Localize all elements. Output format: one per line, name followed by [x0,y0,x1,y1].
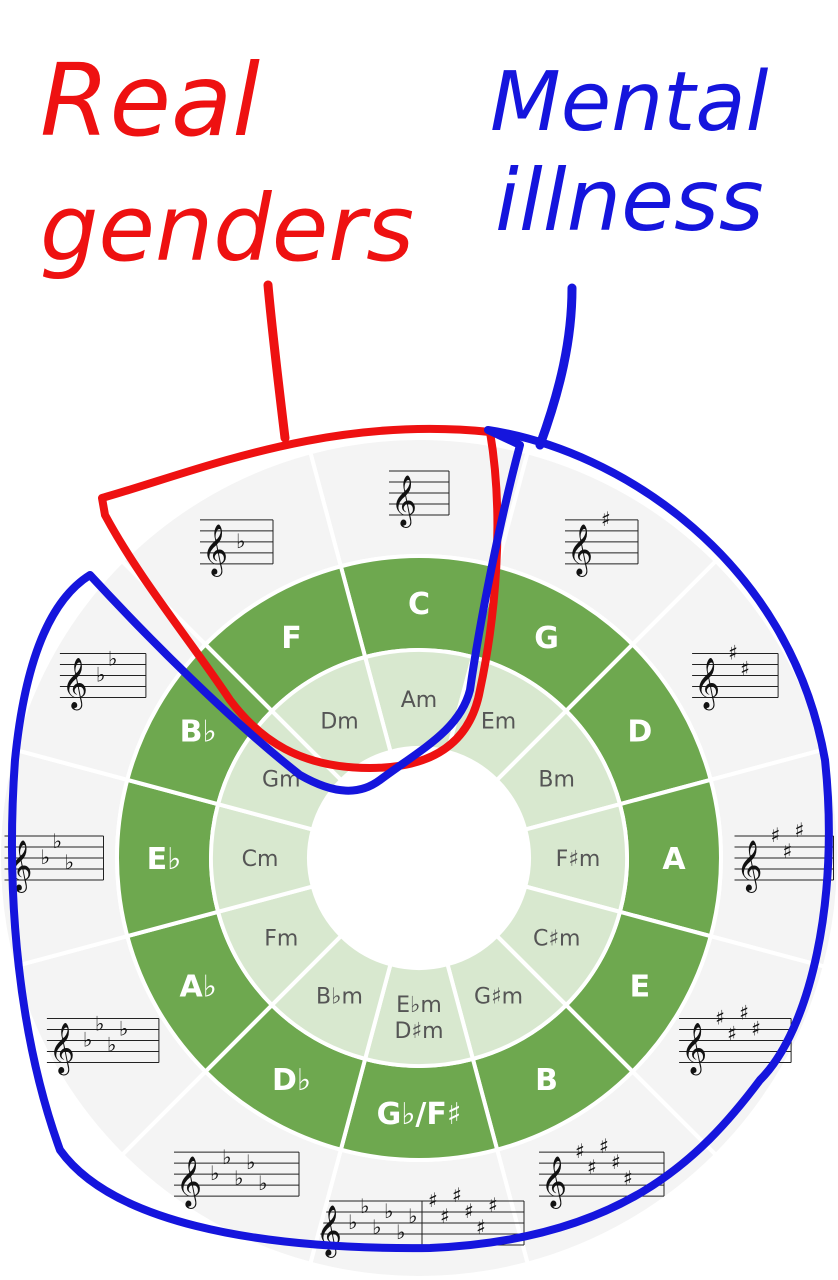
real-genders-label-line1: Real [40,42,260,159]
minor-key-label: G♯m [474,985,523,1010]
key-signature-staff: 𝄞 [389,470,450,528]
circle-of-fifths-wheel: CAm𝄞GEm𝄞♯DBm𝄞♯♯AF♯m𝄞♯♯♯EC♯m𝄞♯♯♯♯BG♯m𝄞♯♯♯… [0,436,838,1280]
treble-clef-icon: 𝄞 [49,1023,75,1076]
major-key-label: A [662,842,686,877]
key-signature-staff: 𝄞 ♭♭ [59,647,147,711]
center-hole [309,748,529,968]
flat-icon: ♭ [348,1210,357,1234]
key-signature-staff: 𝄞 ♯♯ [692,641,779,711]
minor-key-label: Cm [242,847,279,872]
sharp-icon: ♯ [728,641,738,665]
key-signature-staff: 𝄞♭♭♭♭ [46,1012,160,1076]
treble-clef-icon: 𝄞 [681,1023,707,1076]
red-pointer-line [263,280,290,443]
sharp-icon: ♯ [575,1139,585,1163]
major-key-label: B♭ [180,715,217,750]
flat-icon: ♭ [236,529,245,553]
major-key-label: A♭ [179,970,216,1005]
mental-illness-label-line2: illness [495,151,764,251]
minor-key-label: E♭m [396,993,442,1018]
treble-clef-icon: 𝄞 [391,475,417,528]
minor-key-label: B♭m [316,985,363,1010]
real-genders-label-line2: genders [40,175,414,282]
major-key-label: C [408,587,430,622]
treble-clef-icon: 𝄞 [567,524,593,577]
key-signature-staff: 𝄞♯♯♯♯ [679,1001,792,1076]
flat-icon: ♭ [119,1017,128,1041]
minor-key-label: F♯m [556,847,601,872]
minor-key-label: D♯m [394,1019,443,1044]
sharp-icon: ♯ [464,1199,474,1223]
flat-icon: ♭ [372,1215,381,1239]
major-key-label: F [281,621,302,656]
treble-clef-icon: 𝄞 [176,1156,202,1209]
major-key-label: D [627,715,652,750]
major-key-label: G♭/F♯ [377,1097,462,1132]
mental-illness-label-line1: Mental [490,55,769,150]
treble-clef-icon: 𝄞 [694,658,720,711]
flat-icon: ♭ [222,1145,231,1169]
treble-clef-icon: 𝄞 [62,658,88,711]
flat-icon: ♭ [108,647,117,671]
flat-icon: ♭ [234,1166,243,1190]
flat-icon: ♭ [408,1204,417,1228]
flat-icon: ♭ [210,1161,219,1185]
flat-icon: ♭ [384,1199,393,1223]
sharp-icon: ♯ [599,1134,609,1158]
flat-icon: ♭ [258,1171,267,1195]
sharp-icon: ♯ [795,818,805,842]
sharp-icon: ♯ [452,1183,462,1207]
blue-outline [8,426,833,1253]
flat-icon: ♭ [53,829,62,853]
sharp-icon: ♯ [440,1204,450,1228]
sharp-icon: ♯ [751,1017,761,1041]
sharp-icon: ♯ [587,1155,597,1179]
sharp-icon: ♯ [623,1166,633,1190]
flat-icon: ♭ [65,850,74,874]
sharp-icon: ♯ [601,507,611,531]
sharp-icon: ♯ [727,1022,737,1046]
flat-icon: ♭ [107,1033,116,1057]
treble-clef-icon: 𝄞 [737,840,763,893]
sharp-icon: ♯ [476,1215,486,1239]
major-key-label: E [630,970,651,1005]
sharp-icon: ♯ [428,1188,438,1212]
red-outline [98,424,502,772]
sharp-icon: ♯ [715,1006,725,1030]
major-key-label: D♭ [272,1063,311,1098]
key-signature-staff: 𝄞♯ [565,507,639,577]
flat-icon: ♭ [96,663,105,687]
treble-clef-icon: 𝄞 [541,1156,567,1209]
flat-icon: ♭ [83,1028,92,1052]
minor-key-label: Bm [538,768,575,793]
key-signature-staff: 𝄞♯♯♯ [734,818,834,893]
key-signature-staff: 𝄞♭ [200,519,274,577]
sharp-icon: ♯ [611,1150,621,1174]
flat-icon: ♭ [360,1194,369,1218]
flat-icon: ♭ [246,1150,255,1174]
sharp-icon: ♯ [488,1193,498,1217]
treble-clef-icon: 𝄞 [202,524,228,577]
sharp-icon: ♯ [740,657,750,681]
minor-key-label: Em [481,709,516,734]
flat-icon: ♭ [41,845,50,869]
major-key-label: G [534,621,559,656]
sharp-icon: ♯ [739,1001,749,1025]
minor-key-label: C♯m [533,927,580,952]
flat-icon: ♭ [95,1012,104,1036]
key-signature-staff: 𝄞♯♯♯♯♯ [539,1134,665,1209]
blue-pointer-line [535,283,577,450]
annotation-outlines [8,280,833,1253]
minor-key-label: Am [401,688,437,713]
minor-key-label: Dm [320,709,358,734]
major-key-label: B [535,1063,558,1098]
flat-icon: ♭ [396,1220,405,1244]
sharp-icon: ♯ [783,839,793,863]
major-key-label: E♭ [147,842,182,877]
sharp-icon: ♯ [771,823,781,847]
key-signature-staff: 𝄞♭♭♭♭♭ [174,1145,300,1209]
minor-key-label: Fm [264,927,298,952]
